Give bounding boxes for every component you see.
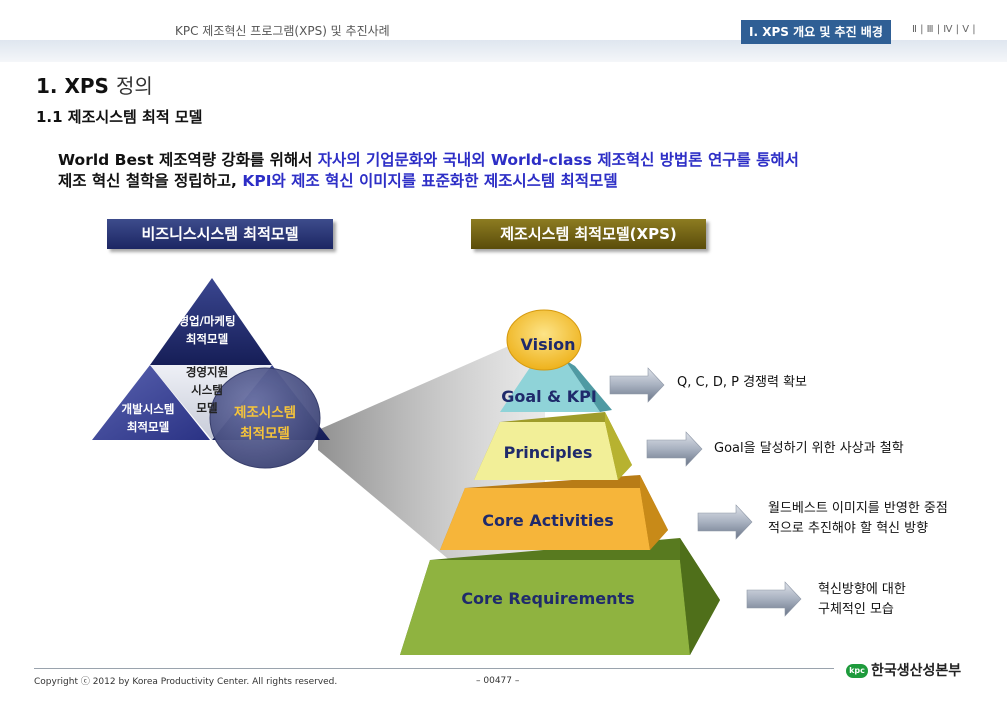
pyramid-activities-label: Core Activities <box>482 511 613 530</box>
tri-center-line1: 경영지원 <box>186 365 228 379</box>
arrow-icon <box>609 367 665 403</box>
pyramid-core-requirements: Core Requirements <box>400 538 720 655</box>
manufacturing-highlight-circle <box>209 367 321 469</box>
copyright-text: Copyright ⓒ 2012 by Korea Productivity C… <box>34 677 338 687</box>
desc-requirements-line1: 혁신방향에 대한 <box>818 582 906 597</box>
pyramid-goal-label: Goal & KPI <box>501 387 597 406</box>
tri-manu-line1: 제조시스템 <box>234 404 296 421</box>
desc-requirements-line2: 구체적인 모습 <box>818 602 894 617</box>
arrow-icon <box>746 581 802 617</box>
desc-requirements: 혁신방향에 대한 구체적인 모습 <box>818 580 906 620</box>
footer-divider <box>34 668 834 669</box>
business-model-label: 비즈니스시스템 최적모델 <box>107 219 333 249</box>
desc-goal: Q, C, D, P 경쟁력 확보 <box>677 375 808 390</box>
document-title: KPC 제조혁신 프로그램(XPS) 및 추진사례 <box>175 24 390 38</box>
tri-center-line3: 모델 <box>196 401 217 415</box>
intro-part2: 자사의 기업문화와 국내외 World-class 제조혁신 방법론 연구를 통… <box>317 151 799 169</box>
desc-activities: 월드베스트 이미지를 반영한 중점 적으로 추진해야 할 혁신 방향 <box>768 499 948 539</box>
page-title-suffix: 정의 <box>115 74 153 98</box>
intro-part4: KPI와 제조 혁신 이미지를 표준화한 제조시스템 최적모델 <box>242 172 618 190</box>
section-tab-active[interactable]: Ⅰ. XPS 개요 및 추진 배경 <box>741 20 891 44</box>
triangle-left-dev <box>92 365 210 440</box>
tri-top-line1: 영업/마케팅 <box>178 314 235 328</box>
tri-left-line1: 개발시스템 <box>122 402 175 416</box>
intro-text: World Best 제조역량 강화를 위해서 자사의 기업문화와 국내외 Wo… <box>58 150 978 192</box>
intro-part1: World Best 제조역량 강화를 위해서 <box>58 151 318 169</box>
tri-manu-line2: 최적모델 <box>240 425 290 442</box>
pyramid-principles-label: Principles <box>504 443 593 462</box>
xps-model-label: 제조시스템 최적모델(XPS) <box>471 219 706 249</box>
tri-top-line2: 최적모델 <box>186 332 228 346</box>
page-number: – 00477 – <box>476 676 520 686</box>
kpc-logo-text: 한국생산성본부 <box>871 663 962 679</box>
page-title: 1. XPS 정의 <box>36 70 153 99</box>
pyramid-vision: Vision <box>506 309 582 371</box>
tri-left-line2: 최적모델 <box>127 420 169 434</box>
desc-activities-line2: 적으로 추진해야 할 혁신 방향 <box>768 521 929 536</box>
arrow-icon <box>646 431 703 467</box>
pyramid-goal-kpi: Goal & KPI <box>500 360 612 412</box>
triangle-top-sales <box>150 278 272 365</box>
pyramid-vision-label: Vision <box>521 335 576 354</box>
intro-part3: 제조 혁신 철학을 정립하고, <box>58 172 243 190</box>
page-subtitle: 1.1 제조시스템 최적 모델 <box>36 108 203 126</box>
pyramid-core-activities: Core Activities <box>440 475 668 550</box>
pyramid-requirements-label: Core Requirements <box>461 589 634 608</box>
pyramid-principles: Principles <box>474 412 632 480</box>
tri-center-line2: 시스템 <box>191 383 223 397</box>
kpc-logo-icon: kpc <box>846 664 868 678</box>
section-tabs-other[interactable]: Ⅱ | Ⅲ | Ⅳ | Ⅴ | <box>912 24 976 35</box>
arrow-icon <box>697 504 753 540</box>
page-title-number: 1. XPS <box>36 74 109 98</box>
desc-activities-line1: 월드베스트 이미지를 반영한 중점 <box>768 501 948 516</box>
desc-principles: Goal을 달성하기 위한 사상과 철학 <box>714 441 904 456</box>
header-strip <box>0 40 1007 62</box>
